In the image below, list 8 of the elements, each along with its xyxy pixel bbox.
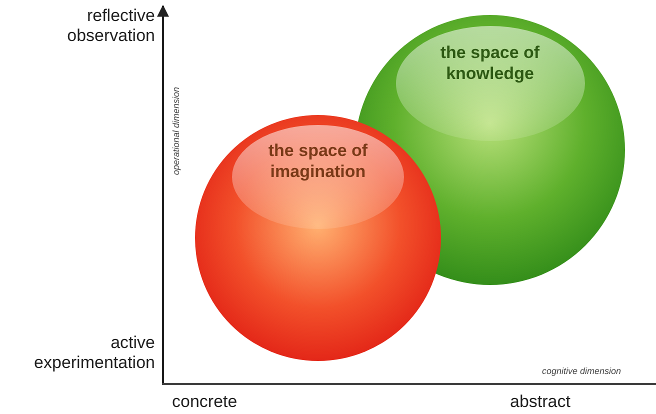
sphere-label: the space of knowledge xyxy=(439,42,541,84)
axis-label: active experimentation xyxy=(33,333,155,373)
sphere-label: the space of imagination xyxy=(267,140,369,182)
axis-label: abstract xyxy=(510,392,570,412)
axis-title: cognitive dimension xyxy=(542,366,622,376)
axis-title: operational dimension xyxy=(171,86,181,175)
axis-label: reflective observation xyxy=(66,6,155,46)
axis-label: concrete xyxy=(172,392,238,412)
